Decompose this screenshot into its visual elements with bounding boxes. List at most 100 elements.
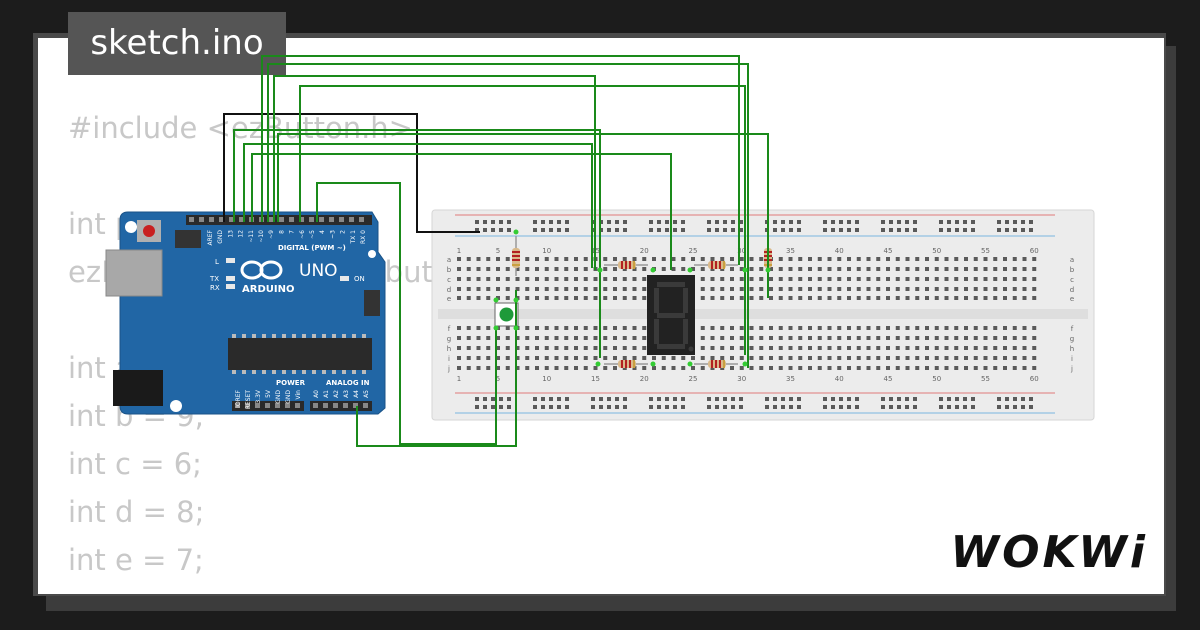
connection-dot: [513, 229, 519, 235]
column-number: 60: [1030, 375, 1039, 383]
column-number: 55: [981, 375, 990, 383]
usb-connector: [105, 249, 163, 297]
display-segments: [654, 282, 694, 352]
column-number: 1: [457, 375, 461, 383]
on-led: [340, 276, 349, 281]
breadboard[interactable]: 1155101015152020252530303535404045455050…: [431, 209, 1095, 421]
pin-label: GND: [275, 390, 282, 404]
pin-label: A2: [333, 390, 340, 398]
pin-label: A5: [363, 390, 370, 398]
on-label: ON: [354, 275, 365, 283]
arduino-brand: ARDUINO: [242, 284, 294, 295]
pin-label: Vin: [295, 390, 302, 400]
wire: [261, 55, 740, 265]
connection-dot: [687, 267, 693, 273]
push-button[interactable]: [494, 302, 519, 327]
column-number: 50: [932, 247, 941, 255]
row-letter: g: [1070, 335, 1074, 343]
pin-label: GND: [285, 390, 292, 404]
code-line: int f = 11;: [68, 584, 501, 594]
segment: [657, 344, 685, 349]
digital-label: DIGITAL (PWM ~): [278, 244, 346, 252]
pin-label: A3: [343, 390, 350, 398]
l-led: [226, 258, 235, 263]
segment: [657, 282, 685, 287]
row-letter: c: [447, 276, 451, 284]
wire: [251, 153, 672, 270]
connection-dot: [650, 361, 656, 367]
row-letter: b: [447, 266, 452, 274]
pin-label: 3.3V: [255, 389, 262, 404]
connection-dot: [687, 361, 693, 367]
rx-led: [226, 284, 235, 289]
pin-label: ~5: [309, 230, 316, 239]
resistor: [604, 261, 648, 269]
rx-label: RX: [210, 284, 220, 292]
pin-label: AREF: [207, 229, 214, 245]
wire: [273, 75, 596, 270]
column-number: 35: [786, 247, 795, 255]
row-letter: h: [1070, 345, 1074, 353]
connection-dot: [493, 325, 499, 331]
pin-label: 12: [238, 230, 245, 238]
column-number: 50: [932, 375, 941, 383]
wire: [223, 113, 480, 233]
column-number: 35: [786, 375, 795, 383]
column-number: 20: [640, 375, 649, 383]
column-number: 30: [737, 247, 746, 255]
pin-label: ~3: [329, 230, 336, 239]
wokwi-logo: WOKWi: [950, 527, 1148, 578]
pin-label: 13: [227, 230, 234, 238]
resistor: [512, 236, 520, 276]
wire: [316, 182, 497, 445]
l-label: L: [215, 258, 219, 266]
column-number: 10: [542, 247, 551, 255]
pin-label: A0: [313, 390, 320, 398]
pin-label: 7: [289, 230, 296, 234]
pin-label: RX 0: [360, 230, 367, 244]
code-line: int d = 8;: [68, 495, 205, 529]
row-letter: g: [447, 335, 451, 343]
pin-label: 4: [319, 230, 326, 234]
wires: [223, 55, 771, 447]
column-number: 45: [884, 375, 893, 383]
breadboard-labels: 1155101015152020252530303535404045455050…: [447, 247, 1075, 383]
connection-dot: [765, 267, 771, 273]
pin-label: ~6: [299, 230, 306, 239]
pin-label: RESET: [245, 390, 252, 410]
reset-button-cap: [143, 225, 155, 237]
row-letter: i: [1071, 355, 1073, 363]
code-line: int c = 6;: [68, 447, 202, 481]
seven-segment-display[interactable]: [647, 275, 695, 355]
pin-label: 5V: [265, 389, 272, 398]
file-tab[interactable]: sketch.ino: [68, 12, 286, 75]
row-letter: c: [1070, 276, 1074, 284]
analog-label: ANALOG IN: [326, 379, 370, 387]
code-line: int e = 7;: [68, 543, 204, 577]
pin-label: GND: [217, 230, 224, 244]
row-letter: f: [448, 325, 451, 333]
wire: [233, 129, 601, 358]
mount-hole: [170, 400, 182, 412]
column-number: 5: [496, 375, 500, 383]
row-letter: j: [1070, 365, 1073, 373]
column-number: 60: [1030, 247, 1039, 255]
row-letter: a: [447, 256, 451, 264]
code-line: #include <ezButton.h>: [68, 111, 413, 145]
pin-label: ~11: [248, 230, 255, 243]
chip-pins: [232, 334, 366, 374]
connection-dot: [513, 325, 519, 331]
row-letter: h: [447, 345, 451, 353]
connection-dot: [742, 361, 748, 367]
power-jack: [113, 370, 163, 406]
mount-hole: [125, 221, 137, 233]
row-letter: b: [1070, 266, 1075, 274]
connection-dot: [742, 267, 748, 273]
segment: [654, 288, 659, 313]
arduino-logo-icon: [240, 260, 283, 280]
breadboard-holes: [457, 220, 1037, 409]
row-letter: d: [1070, 286, 1074, 294]
uno-label: UNO: [299, 261, 338, 281]
row-letter: f: [1071, 325, 1074, 333]
